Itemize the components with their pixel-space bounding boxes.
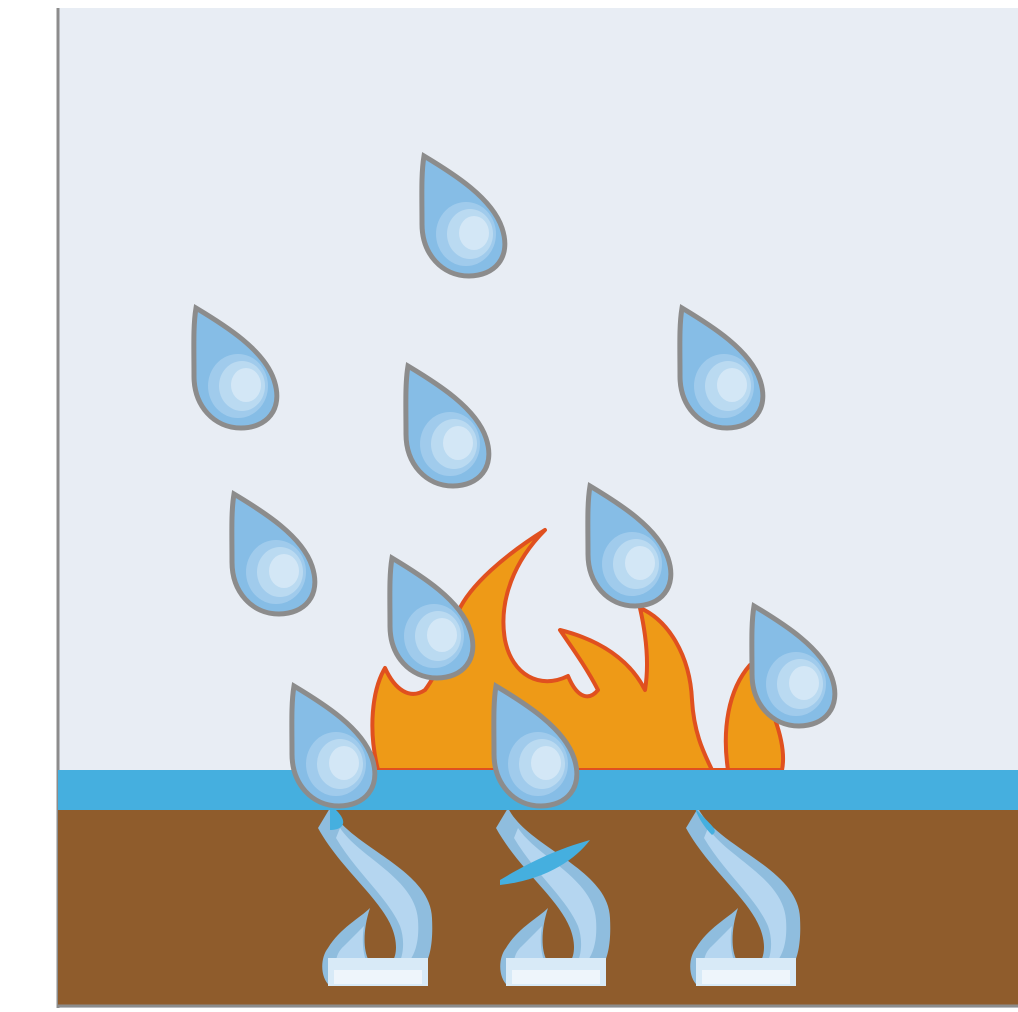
fire-suppression-diagram [0,0,1018,1012]
